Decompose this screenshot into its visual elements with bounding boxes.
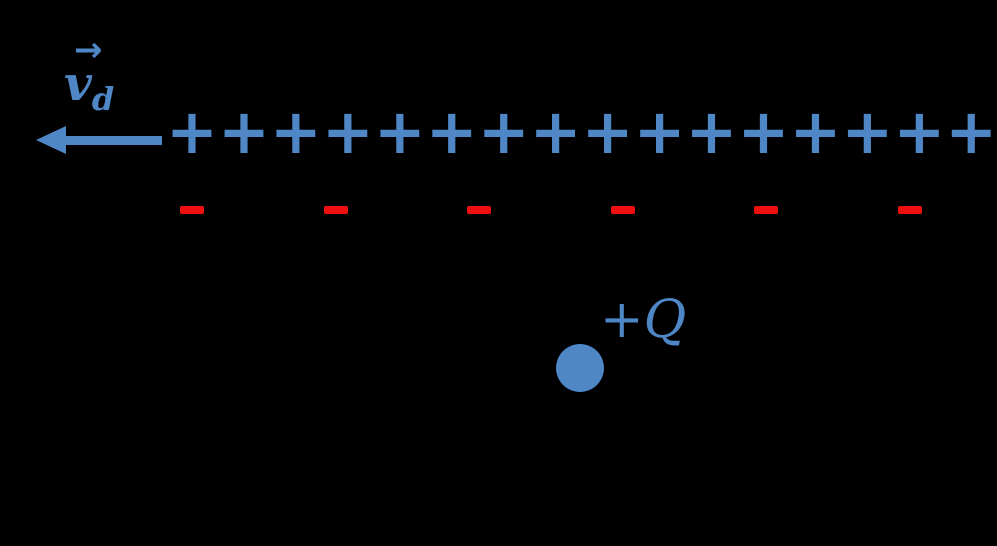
minus-sign: [467, 206, 492, 214]
minus-sign: [180, 206, 204, 214]
plus-sign: +: [425, 95, 478, 168]
plus-sign: +: [893, 95, 946, 168]
minus-sign: [323, 206, 348, 214]
positive-charge-row: +++++++++++++++++: [166, 95, 997, 168]
plus-sign: +: [789, 95, 842, 168]
minus-sign: [610, 206, 635, 214]
plus-sign: +: [166, 95, 218, 168]
plus-sign: +: [685, 95, 738, 168]
minus-sign: [897, 206, 922, 214]
point-charge-dot: [556, 344, 604, 392]
plus-sign: +: [529, 95, 582, 168]
minus-sign: [754, 206, 779, 214]
point-charge-label: +Q: [600, 290, 687, 350]
plus-sign: +: [373, 95, 426, 168]
arrow-head-icon: [36, 126, 66, 154]
plus-sign: +: [217, 95, 270, 168]
plus-sign: +: [581, 95, 634, 168]
arrow-shaft: [62, 136, 162, 145]
plus-sign: +: [841, 95, 894, 168]
plus-sign: +: [477, 95, 530, 168]
drift-velocity-label: →vd: [64, 33, 115, 118]
plus-sign: +: [945, 95, 997, 168]
drift-velocity-arrow: [36, 126, 162, 154]
plus-sign: +: [321, 95, 374, 168]
plus-sign: +: [269, 95, 322, 168]
negative-charge-row: [180, 206, 922, 214]
plus-sign: +: [737, 95, 790, 168]
velocity-subscript: d: [91, 80, 115, 118]
plus-sign: +: [633, 95, 686, 168]
velocity-symbol: v: [64, 56, 92, 112]
